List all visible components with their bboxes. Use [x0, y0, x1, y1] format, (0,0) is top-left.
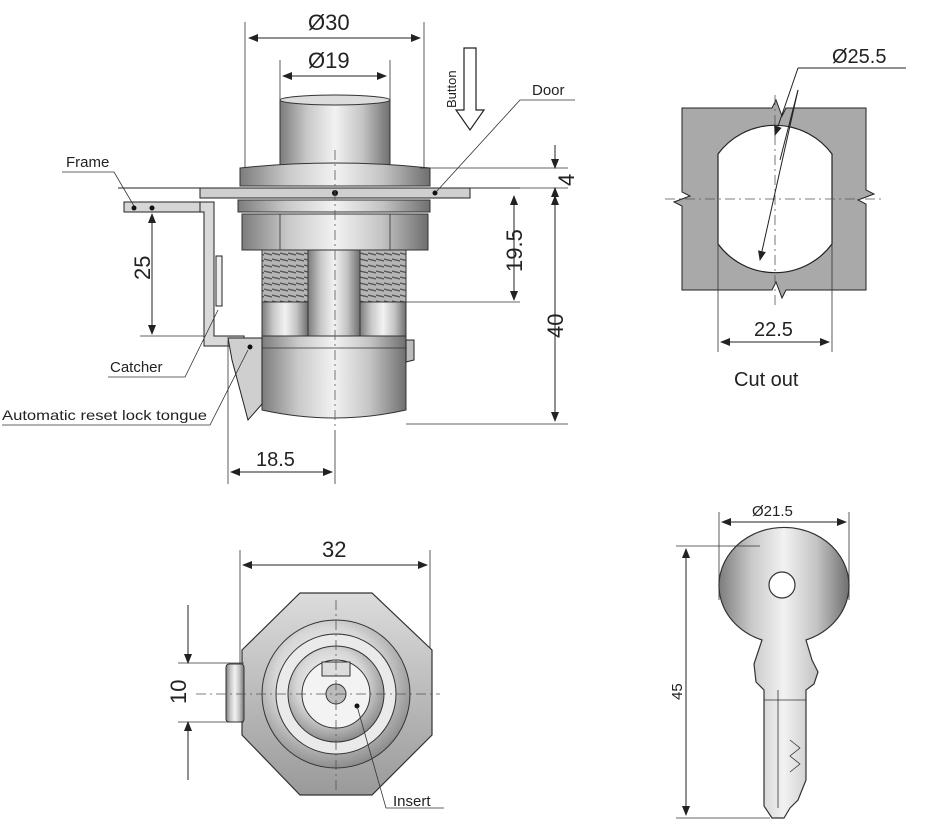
insert-callout: Insert — [356, 705, 444, 810]
dim-body-height: 40 — [543, 195, 568, 422]
cutout-view: Ø25.5 22.5 Cut out — [665, 46, 906, 391]
dim-cutout-width: 22.5 — [717, 244, 833, 352]
svg-text:32: 32 — [322, 537, 346, 562]
tongue-callout: Automatic reset lock tongue — [2, 349, 249, 426]
svg-text:Door: Door — [532, 82, 565, 99]
frame-callout: Frame — [62, 154, 135, 207]
svg-text:22.5: 22.5 — [754, 319, 793, 341]
svg-text:Ø19: Ø19 — [308, 48, 350, 73]
dim-door-thickness: 4 — [551, 145, 579, 211]
svg-text:Frame: Frame — [66, 154, 109, 171]
catcher-callout: Catcher — [108, 309, 219, 378]
svg-text:40: 40 — [543, 314, 568, 338]
dim-key-length: 45 — [669, 545, 770, 819]
svg-text:19.5: 19.5 — [502, 229, 527, 272]
dim-cutout-diameter: Ø25.5 — [758, 46, 906, 261]
svg-text:Catcher: Catcher — [110, 359, 163, 376]
dim-key-bow-diameter: Ø21.5 — [721, 503, 847, 526]
button-label: Button — [444, 70, 459, 108]
svg-text:Ø21.5: Ø21.5 — [752, 503, 793, 520]
svg-text:Automatic reset lock tongue: Automatic reset lock tongue — [2, 407, 207, 423]
cutout-caption: Cut out — [734, 369, 799, 391]
dim-tongue-offset: 18.5 — [227, 340, 336, 484]
svg-text:Ø30: Ø30 — [308, 10, 350, 35]
door-callout: Door — [435, 82, 575, 193]
side-view: Ø30 Ø19 Button — [2, 10, 579, 484]
dim-outer-diameter: Ø30 — [248, 10, 421, 42]
dim-front-width: 32 — [242, 537, 428, 569]
front-view: 32 10 Insert — [166, 537, 444, 810]
svg-text:Ø25.5: Ø25.5 — [832, 46, 886, 68]
svg-text:18.5: 18.5 — [256, 449, 295, 471]
svg-text:45: 45 — [669, 683, 686, 700]
dim-frame-distance: 25 — [130, 213, 204, 337]
svg-text:Insert: Insert — [393, 793, 431, 810]
svg-text:4: 4 — [554, 174, 579, 186]
dim-front-slot: 10 — [166, 605, 244, 780]
key-view: Ø21.5 45 — [669, 503, 850, 819]
svg-text:25: 25 — [130, 256, 155, 280]
dim-thread-length: 19.5 — [502, 195, 527, 301]
button-arrow-icon: Button — [444, 47, 486, 132]
svg-text:10: 10 — [166, 680, 191, 704]
dim-inner-diameter: Ø19 — [282, 48, 387, 80]
